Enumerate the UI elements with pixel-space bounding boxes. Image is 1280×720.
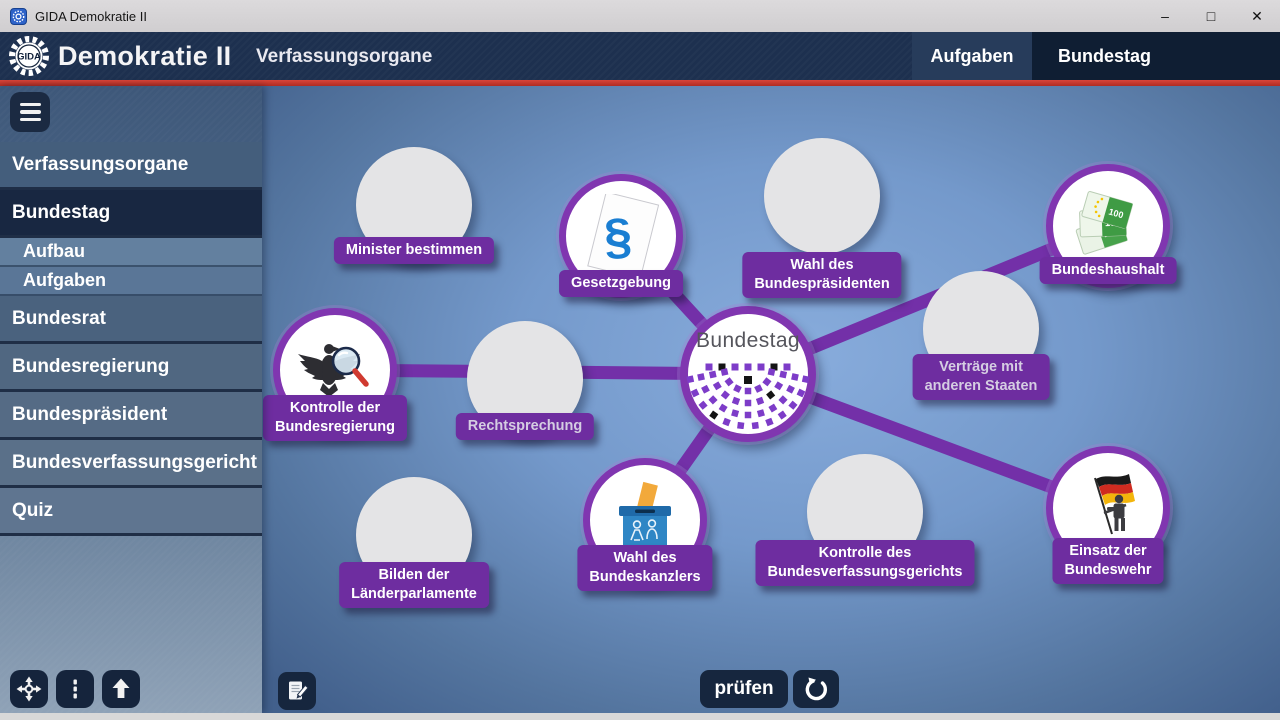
sidebar-item-bundestag[interactable]: Bundestag (0, 190, 262, 238)
label-bundeshaushalt: Bundeshaushalt (1039, 257, 1177, 285)
pan-button[interactable] (10, 670, 48, 708)
label-wahl-bundespraesident: Wahl des Bundespräsidenten (742, 252, 902, 299)
red-divider (0, 80, 1280, 86)
sidebar-item-aufbau[interactable]: Aufbau (0, 238, 262, 267)
sidebar-item-verfassungsorgane[interactable]: Verfassungsorgane (0, 142, 262, 190)
page-title: Verfassungsorgane (256, 46, 433, 67)
sidebar-item-bundesrat[interactable]: Bundesrat (0, 296, 262, 344)
titlebar: GIDA Demokratie II – □ ✕ (0, 0, 1280, 32)
up-button[interactable] (102, 670, 140, 708)
app-icon (10, 7, 27, 25)
flag-soldier-icon (1094, 474, 1135, 535)
reset-button[interactable] (793, 670, 839, 708)
label-rechtsprechung: Rechtsprechung (455, 413, 595, 441)
gida-logo: GIDA (9, 36, 49, 76)
diagram-canvas: § 100 100 100 (262, 86, 1280, 713)
sidebar-item-quiz[interactable]: Quiz (0, 488, 262, 536)
check-button[interactable]: prüfen (700, 670, 788, 708)
sidebar: Verfassungsorgane Bundestag Aufbau Aufga… (0, 86, 262, 713)
up-arrow-icon (112, 678, 130, 698)
label-einsatz-bundeswehr: Einsatz der Bundeswehr (1052, 538, 1164, 585)
eagle-magnifier-icon (298, 344, 369, 397)
minimize-icon[interactable]: – (1161, 8, 1169, 24)
sidebar-item-bundesregierung[interactable]: Bundesregierung (0, 344, 262, 392)
label-wahl-bundeskanzler: Wahl des Bundeskanzlers (577, 545, 713, 592)
svg-text:100: 100 (1107, 207, 1124, 221)
label-vertraege: Verträge mit anderen Staaten (912, 354, 1050, 401)
label-minister-bestimmen: Minister bestimmen (333, 237, 495, 265)
svg-text:§: § (602, 207, 634, 265)
maximize-icon[interactable]: □ (1206, 8, 1216, 24)
ballot-box-icon (619, 481, 671, 546)
reset-icon (805, 677, 828, 701)
window-title: GIDA Demokratie II (35, 8, 147, 24)
svg-text:GIDA: GIDA (17, 52, 41, 63)
window-bottom-edge (0, 713, 1280, 720)
sidebar-toolbar (0, 670, 262, 710)
close-icon[interactable]: ✕ (1251, 7, 1263, 24)
paragraph-law-icon: § (587, 194, 660, 278)
label-kontrolle-bundesregierung: Kontrolle der Bundesregierung (262, 395, 408, 442)
node-bundestag-center[interactable]: Bundestag (680, 306, 816, 442)
sidebar-item-aufgaben[interactable]: Aufgaben (0, 267, 262, 296)
tab-aufgaben[interactable]: Aufgaben (912, 32, 1032, 80)
label-laenderparlamente: Bilden der Länderparlamente (339, 562, 489, 609)
sidebar-item-bundesverfassungsgericht[interactable]: Bundesverfassungsgericht (0, 440, 262, 488)
notes-button[interactable] (278, 672, 316, 710)
kebab-icon (73, 679, 77, 699)
euro-banknotes-icon: 100 100 100 (1075, 191, 1133, 255)
pan-icon (16, 676, 42, 702)
app-title: Demokratie II (58, 41, 232, 71)
drop-slot-wahl-bundespraesident[interactable] (764, 138, 880, 254)
parliament-seats-icon (686, 363, 810, 429)
hamburger-icon[interactable] (10, 92, 50, 132)
label-kontrolle-bverfg: Kontrolle des Bundesverfassungsgerichts (755, 540, 975, 587)
center-node-label: Bundestag (695, 329, 801, 352)
sidebar-menu: Verfassungsorgane Bundestag Aufbau Aufga… (0, 142, 262, 536)
label-gesetzgebung: Gesetzgebung (559, 270, 683, 298)
sidebar-item-bundespraesident[interactable]: Bundespräsident (0, 392, 262, 440)
more-options-button[interactable] (56, 670, 94, 708)
header: GIDA Demokratie II Verfassungsorgane Auf… (0, 32, 1280, 80)
notes-icon (289, 681, 309, 700)
tab-bundestag[interactable]: Bundestag (1032, 32, 1280, 80)
